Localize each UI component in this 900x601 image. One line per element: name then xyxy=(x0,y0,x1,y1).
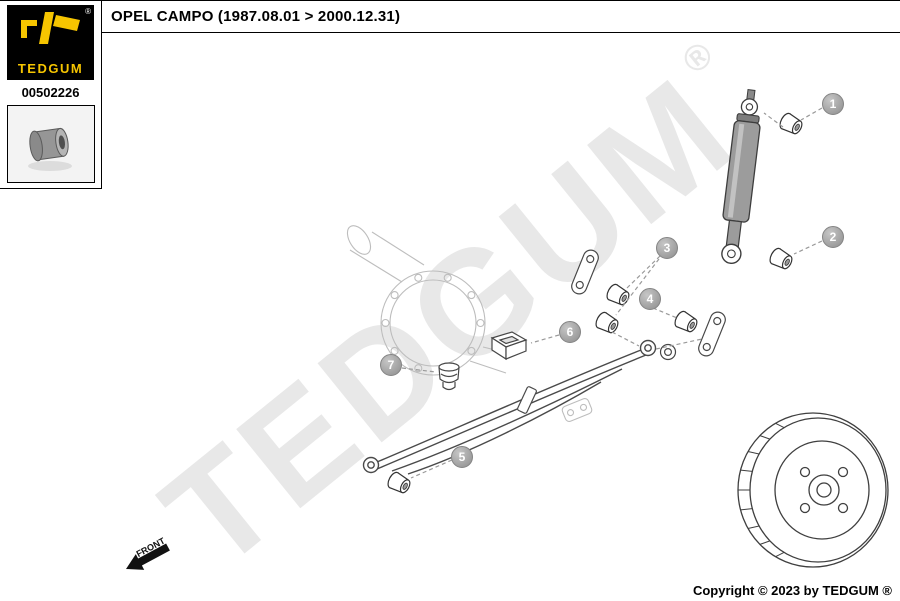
bump-stop xyxy=(438,362,460,391)
tedgum-logo-icon xyxy=(20,12,80,44)
page-title: OPEL CAMPO (1987.08.01 > 2000.12.31) xyxy=(111,8,401,25)
leaf-spring xyxy=(362,339,657,475)
callout-1: 1 xyxy=(822,93,844,115)
u-bolt-plate xyxy=(561,397,593,423)
callout-6: 6 xyxy=(559,321,581,343)
wheel xyxy=(737,412,889,568)
part-number: 00502226 xyxy=(21,85,80,100)
header: OPEL CAMPO (1987.08.01 > 2000.12.31) xyxy=(101,1,900,33)
washer xyxy=(659,343,677,361)
bushing-2 xyxy=(767,245,796,273)
bushing-3a xyxy=(604,281,633,309)
copyright-text: Copyright © 2023 by TEDGUM ® xyxy=(692,583,892,598)
callout-5: 5 xyxy=(451,446,473,468)
shackle-plate-right xyxy=(698,311,726,357)
tire-tread xyxy=(738,422,785,558)
shackle-plate-left xyxy=(571,249,599,295)
axle-housing xyxy=(346,225,513,376)
tedgum-logo: ® TEDGUM xyxy=(7,5,94,80)
leader-lines xyxy=(401,107,823,479)
logo-registered-mark: ® xyxy=(85,7,91,16)
callout-2: 2 xyxy=(822,226,844,248)
bushing-3b xyxy=(593,309,622,337)
shock-absorber xyxy=(721,89,761,264)
callout-4: 4 xyxy=(639,288,661,310)
bushing-1 xyxy=(777,110,806,138)
callout-7: 7 xyxy=(380,354,402,376)
spring-seat xyxy=(490,331,528,361)
product-photo xyxy=(7,105,95,183)
logo-brand-text: TEDGUM xyxy=(17,61,84,76)
product-bushing-image xyxy=(28,127,72,171)
info-panel: ® TEDGUM 00502226 xyxy=(0,1,102,189)
bushing-4 xyxy=(672,308,701,336)
front-arrow: FRONT xyxy=(126,535,170,570)
callout-3: 3 xyxy=(656,237,678,259)
